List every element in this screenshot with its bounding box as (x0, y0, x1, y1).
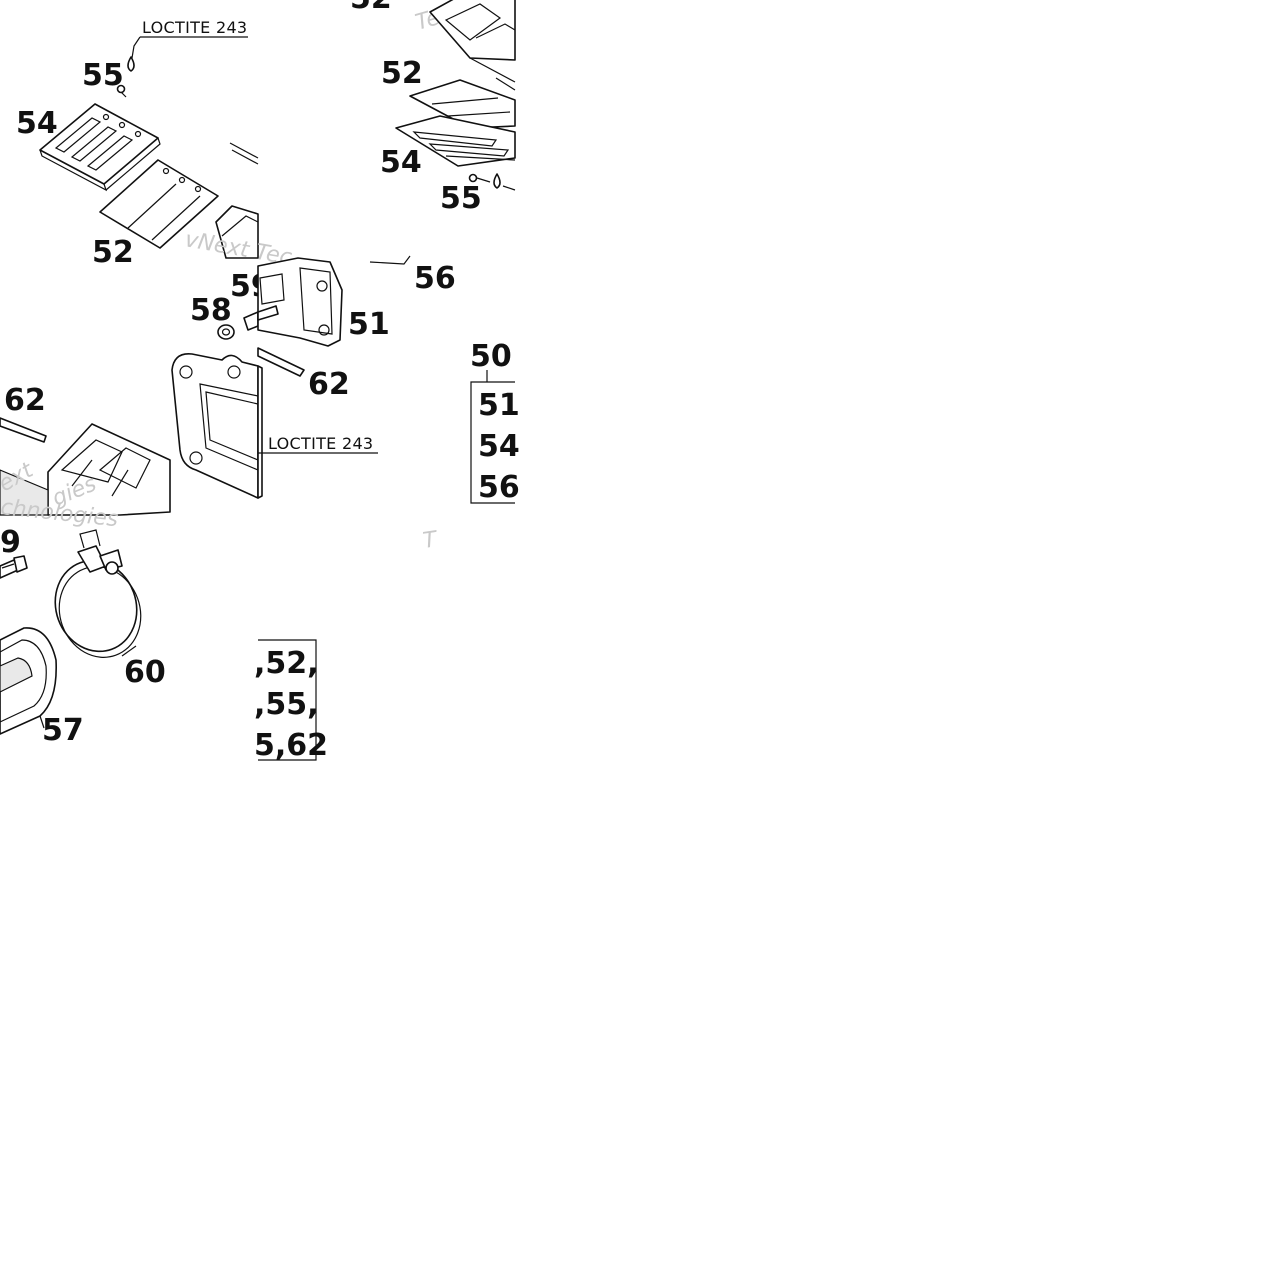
bolt (0, 555, 28, 579)
intake-flange-gasket (171, 353, 259, 499)
washer-58 (217, 324, 235, 340)
kit-item: 54 (478, 429, 520, 464)
part-label-50: 50 (470, 339, 512, 374)
tile-middle-left: 59 58 62 ext gies chnologies (0, 269, 272, 532)
kit-item: 51 (478, 388, 520, 423)
kit-item: ,52, (254, 646, 319, 681)
part-label-55: 55 (440, 181, 482, 216)
kit-item: ,55, (254, 687, 319, 722)
glue-drop-icon (493, 173, 501, 189)
tile-top-left: LOCTITE 243 55 54 (16, 18, 294, 271)
gasket-strip-62 (0, 417, 47, 443)
loctite-note-top: LOCTITE 243 (142, 18, 247, 37)
reed-petal-52 (99, 159, 219, 249)
part-label-54: 54 (380, 145, 422, 180)
part-label-54: 54 (16, 106, 58, 141)
part-label-60: 60 (124, 655, 166, 690)
part-label-62: 62 (308, 367, 350, 402)
kit-item: 56 (478, 470, 520, 505)
tile-bottom-left: 9 60 57 (0, 525, 166, 748)
reed-cage-top (429, 0, 516, 91)
kit-item: 5,62 (254, 728, 328, 763)
part-label-9: 9 (0, 525, 21, 560)
part-label-57: 57 (42, 713, 84, 748)
watermark-text: T (421, 527, 439, 554)
intake-manifold-57 (0, 627, 57, 735)
bolt-59 (257, 305, 279, 321)
hose-clamp-60 (54, 529, 142, 658)
part-label-52: 52 (381, 56, 423, 91)
reed-stopper-54 (395, 115, 516, 167)
tile-bottom-right: T ,52, ,55, 5,62 (254, 527, 440, 763)
loctite-note-mid: LOCTITE 243 (268, 434, 373, 453)
gasket-strip-62 (257, 347, 305, 377)
part-label-55: 55 (82, 58, 124, 93)
part-label-52: 52 (92, 235, 134, 270)
part-label-56: 56 (414, 261, 456, 296)
tile-top-right: 52 Techn 52 54 55 (350, 0, 516, 216)
part-label-52-top: 52 (350, 0, 392, 16)
part-label-51: 51 (348, 307, 390, 342)
part-label-62: 62 (4, 383, 46, 418)
screw-55 (468, 173, 478, 183)
reed-stopper-54 (39, 103, 161, 192)
part-label-58: 58 (190, 293, 232, 328)
glue-drop-icon (127, 56, 135, 72)
tile-middle-right: 51 56 62 LOCTITE 243 50 51 54 56 (257, 255, 520, 505)
reed-valve-housing-51 (257, 257, 343, 347)
